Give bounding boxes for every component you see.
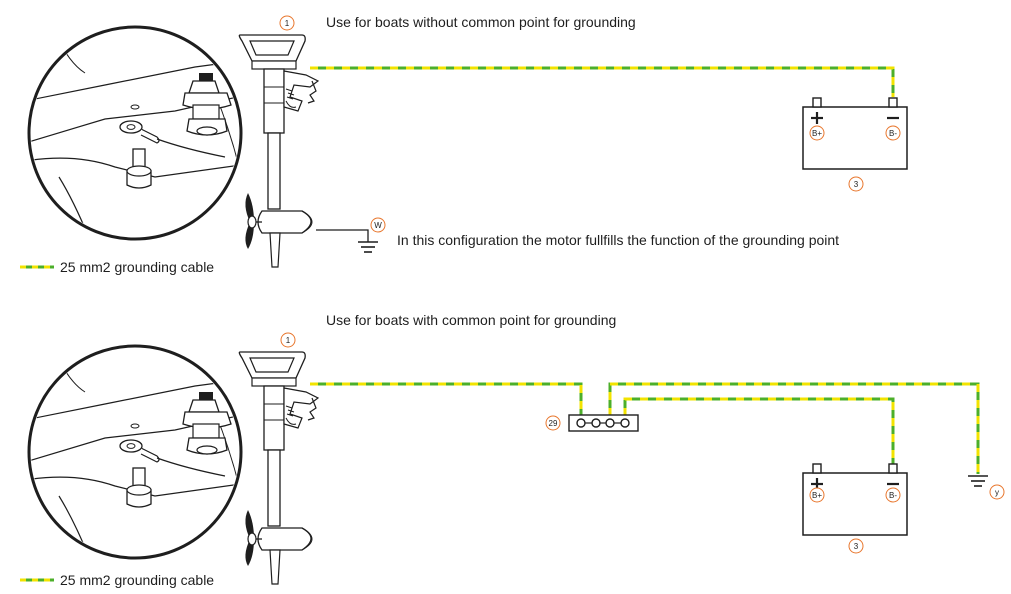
battery-plus-tag: B+	[812, 129, 822, 138]
battery-callout: 3	[854, 180, 859, 189]
battery-minus-tag: B-	[889, 129, 897, 138]
battery-callout: 3	[854, 542, 859, 551]
detail-magnifier-icon	[25, 346, 255, 572]
detail-magnifier-icon	[25, 27, 255, 253]
battery-plus-tag: B+	[812, 491, 822, 500]
motor-callout: 1	[285, 19, 290, 28]
ground-symbol-icon	[357, 241, 379, 253]
battery-minus-tag: B-	[889, 491, 897, 500]
bottom-section: Use for boats with common point for grou…	[20, 312, 1005, 588]
outboard-motor-icon	[238, 351, 319, 585]
top-note: In this configuration the motor fullfill…	[397, 232, 839, 248]
motor-callout-circle	[279, 15, 295, 31]
grounding-cable	[310, 66, 895, 97]
motor-ground-wire	[316, 229, 369, 242]
top-section: 1 Use for boats without common point for…	[20, 14, 909, 275]
w-callout: W	[374, 221, 382, 230]
motor-callout: 1	[286, 336, 291, 345]
y-callout: y	[995, 488, 999, 497]
bottom-heading: Use for boats with common point for grou…	[326, 312, 616, 328]
outboard-motor-icon	[238, 34, 319, 268]
grounding-cable	[310, 382, 980, 474]
legend-label: 25 mm2 grounding cable	[60, 572, 214, 588]
legend-label: 25 mm2 grounding cable	[60, 259, 214, 275]
top-heading: Use for boats without common point for g…	[326, 14, 636, 30]
busbar-icon	[568, 414, 639, 432]
ground-symbol-icon	[967, 475, 989, 487]
busbar-callout: 29	[549, 419, 558, 428]
